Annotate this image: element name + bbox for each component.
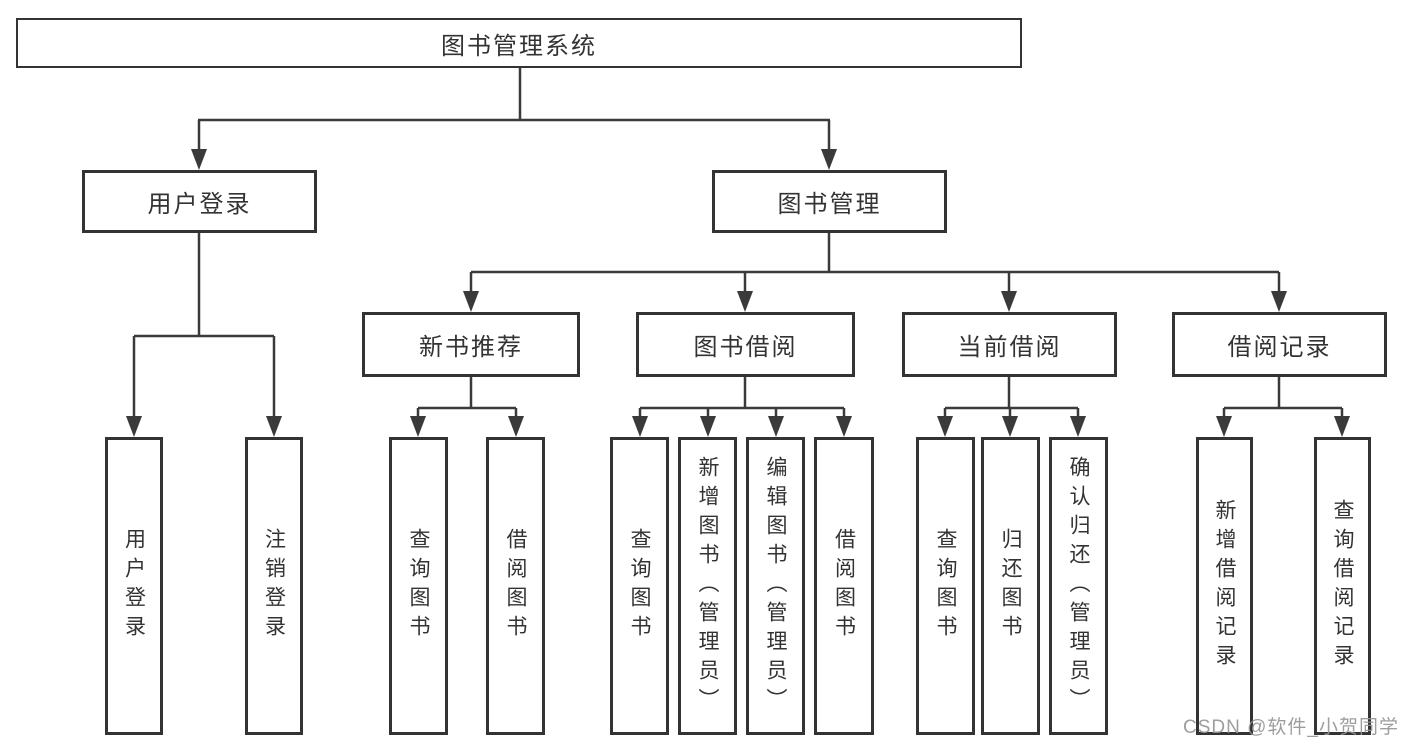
leaf-query-books-borrowing: 查询图书 xyxy=(610,437,669,735)
node-label: 图书借阅 xyxy=(693,334,798,361)
node-new-book-recommend: 新书推荐 xyxy=(362,312,580,377)
node-label: 图书管理 xyxy=(777,191,882,218)
leaf-label: 确认归还（管理员） xyxy=(1067,455,1090,717)
node-current-borrowing: 当前借阅 xyxy=(902,312,1117,377)
leaf-query-books-current: 查询图书 xyxy=(916,437,975,735)
leaf-label: 借阅图书 xyxy=(832,528,856,644)
leaf-add-books-admin: 新增图书（管理员） xyxy=(678,437,737,735)
node-borrowing-records: 借阅记录 xyxy=(1172,312,1387,377)
leaf-label: 查询图书 xyxy=(407,528,430,644)
node-label: 用户登录 xyxy=(147,191,252,218)
node-book-borrowing: 图书借阅 xyxy=(636,312,855,377)
leaf-label: 查询图书 xyxy=(934,528,957,644)
leaf-confirm-return-admin: 确认归还（管理员） xyxy=(1049,437,1108,735)
leaf-label: 新增图书（管理员） xyxy=(696,455,719,717)
leaf-label: 查询借阅记录 xyxy=(1331,499,1354,673)
node-book-management: 图书管理 xyxy=(712,170,947,233)
leaf-label: 借阅图书 xyxy=(504,528,527,644)
node-label: 借阅记录 xyxy=(1227,334,1332,361)
leaf-edit-books-admin: 编辑图书（管理员） xyxy=(746,437,805,735)
node-user-login: 用户登录 xyxy=(82,170,317,233)
leaf-user-login: 用户登录 xyxy=(105,437,163,735)
leaf-logout: 注销登录 xyxy=(245,437,303,735)
watermark: CSDN @软件_小贺同学 xyxy=(1183,717,1399,738)
leaf-label: 查询图书 xyxy=(628,528,651,644)
node-label: 新书推荐 xyxy=(419,334,523,361)
leaf-borrow-books-recommend: 借阅图书 xyxy=(486,437,545,735)
leaf-borrow-books: 借阅图书 xyxy=(814,437,874,735)
leaf-label: 编辑图书（管理员） xyxy=(764,455,787,717)
leaf-return-books: 归还图书 xyxy=(981,437,1040,735)
node-library-management-system: 图书管理系统 xyxy=(16,18,1022,68)
leaf-label: 注销登录 xyxy=(262,528,286,644)
node-label: 当前借阅 xyxy=(957,334,1062,361)
leaf-label: 用户登录 xyxy=(122,528,146,644)
leaf-query-books-recommend: 查询图书 xyxy=(389,437,448,735)
node-label: 图书管理系统 xyxy=(441,32,597,60)
leaf-label: 归还图书 xyxy=(999,528,1022,644)
leaf-query-borrow-record: 查询借阅记录 xyxy=(1314,437,1371,735)
leaf-label: 新增借阅记录 xyxy=(1213,499,1236,673)
leaf-add-borrow-record: 新增借阅记录 xyxy=(1196,437,1253,735)
